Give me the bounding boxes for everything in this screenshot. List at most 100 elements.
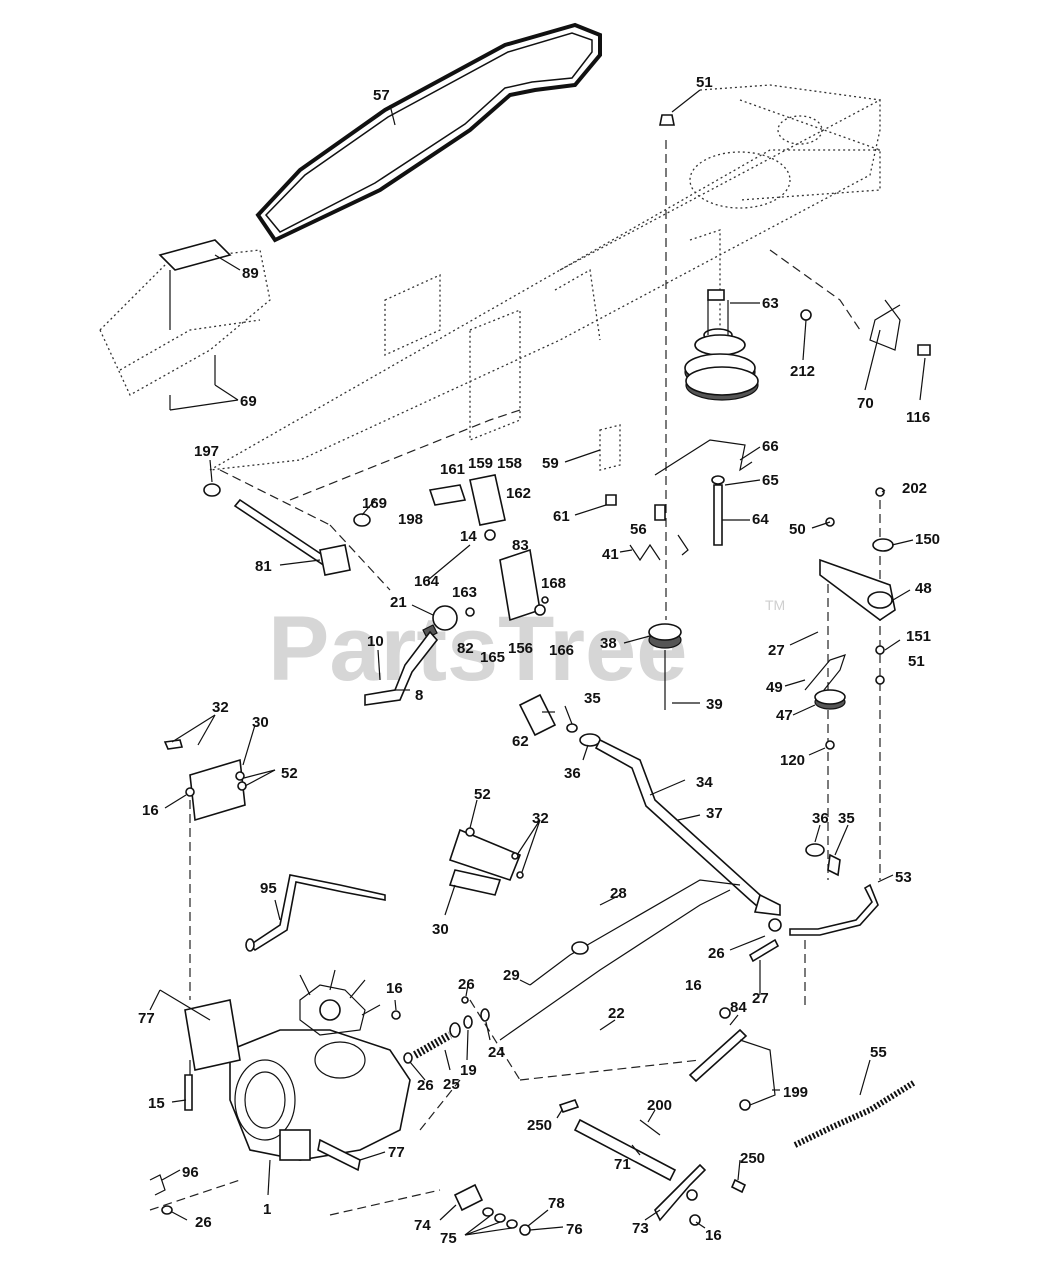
label-36-right: 36	[812, 810, 829, 827]
label-116: 116	[906, 409, 930, 426]
seat-pan	[99, 239, 271, 410]
watermark-tm: TM	[765, 597, 785, 613]
label-250-left: 250	[527, 1117, 552, 1134]
label-26-lower: 26	[417, 1077, 434, 1094]
label-159: 159	[468, 455, 493, 472]
label-55: 55	[870, 1044, 887, 1061]
clip-41	[629, 543, 661, 562]
label-71: 71	[614, 1156, 631, 1173]
label-81: 81	[255, 558, 272, 575]
leader-lines	[149, 89, 926, 1236]
tension-arm	[804, 487, 896, 750]
label-50: 50	[789, 521, 806, 538]
spring-clip	[869, 299, 901, 351]
label-73: 73	[632, 1220, 649, 1237]
spacer-35	[827, 853, 841, 877]
drive-belt	[255, 22, 602, 243]
engine-pulley	[684, 289, 759, 401]
transaxle	[159, 969, 411, 1172]
bracket-30-middle	[448, 827, 524, 896]
label-48: 48	[915, 580, 932, 597]
label-212: 212	[790, 363, 815, 380]
spring-55	[793, 1079, 917, 1148]
label-59: 59	[542, 455, 559, 472]
label-64: 64	[752, 511, 769, 528]
label-150: 150	[915, 531, 940, 548]
label-164: 164	[414, 573, 440, 590]
label-16-mid-right: 16	[685, 977, 702, 994]
bushing-62	[518, 693, 601, 747]
label-28: 28	[610, 885, 627, 902]
label-158: 158	[497, 455, 522, 472]
label-49: 49	[766, 679, 783, 696]
label-19: 19	[460, 1062, 477, 1079]
nut-212	[800, 309, 812, 321]
lift-lever	[364, 605, 458, 706]
label-69: 69	[240, 393, 257, 410]
label-197: 197	[194, 443, 219, 460]
label-30-middle: 30	[432, 921, 449, 938]
label-29: 29	[503, 967, 520, 984]
routing-lines	[149, 140, 881, 1216]
label-163: 163	[452, 584, 477, 601]
bracket-59	[599, 424, 621, 471]
label-30-left: 30	[252, 714, 269, 731]
label-27-upper: 27	[768, 642, 785, 659]
label-199: 199	[783, 1084, 808, 1101]
control-bracket-cluster	[353, 474, 549, 622]
label-89: 89	[242, 265, 259, 282]
bolt-15	[184, 1074, 193, 1111]
frame-assembly	[209, 84, 881, 471]
label-35-upper: 35	[584, 690, 601, 707]
label-36-upper: 36	[564, 765, 581, 782]
label-51: 51	[696, 74, 713, 91]
label-51-right: 51	[908, 653, 925, 670]
label-75: 75	[440, 1230, 457, 1247]
label-26-right: 26	[708, 945, 725, 962]
label-32-middle: 32	[532, 810, 549, 827]
label-161: 161	[440, 461, 465, 478]
belt-guide	[654, 439, 753, 476]
label-162: 162	[506, 485, 531, 502]
label-16-center: 16	[386, 980, 403, 997]
label-95: 95	[260, 880, 277, 897]
label-26-bottom: 26	[195, 1214, 212, 1231]
washer-36	[805, 843, 825, 857]
label-169: 169	[362, 495, 387, 512]
label-32-left: 32	[212, 699, 229, 716]
pin-assembly-84	[688, 1028, 748, 1083]
label-65: 65	[762, 472, 779, 489]
axle-hardware	[453, 1183, 531, 1236]
label-96: 96	[182, 1164, 199, 1181]
label-39: 39	[706, 696, 723, 713]
label-198: 198	[398, 511, 423, 528]
label-61: 61	[553, 508, 570, 525]
label-1: 1	[263, 1201, 271, 1218]
spring-25	[413, 1031, 452, 1059]
nut-51-top	[659, 114, 675, 126]
label-24: 24	[488, 1044, 505, 1061]
label-74: 74	[414, 1217, 431, 1234]
label-52-middle: 52	[474, 786, 491, 803]
label-41: 41	[602, 546, 619, 563]
bolt-64	[713, 484, 723, 546]
label-15: 15	[148, 1095, 165, 1112]
bracket-30-left	[163, 739, 247, 822]
label-66: 66	[762, 438, 779, 455]
label-21: 21	[390, 594, 407, 611]
label-27-lower: 27	[752, 990, 769, 1007]
shaft-81	[203, 483, 351, 576]
watermark-text: PartsTree	[268, 598, 687, 700]
label-76: 76	[566, 1221, 583, 1238]
bolt-27	[748, 938, 780, 963]
part-number-labels: 57 51 89 63 212 70 116 69 197 161 159 15…	[138, 74, 940, 1247]
rod-95	[248, 874, 386, 952]
label-168: 168	[541, 575, 566, 592]
label-53: 53	[895, 869, 912, 886]
washer-26-bottom	[161, 1205, 173, 1215]
label-63: 63	[762, 295, 779, 312]
label-26-mid: 26	[458, 976, 475, 993]
washer-65	[711, 475, 725, 485]
label-82: 82	[457, 640, 474, 657]
